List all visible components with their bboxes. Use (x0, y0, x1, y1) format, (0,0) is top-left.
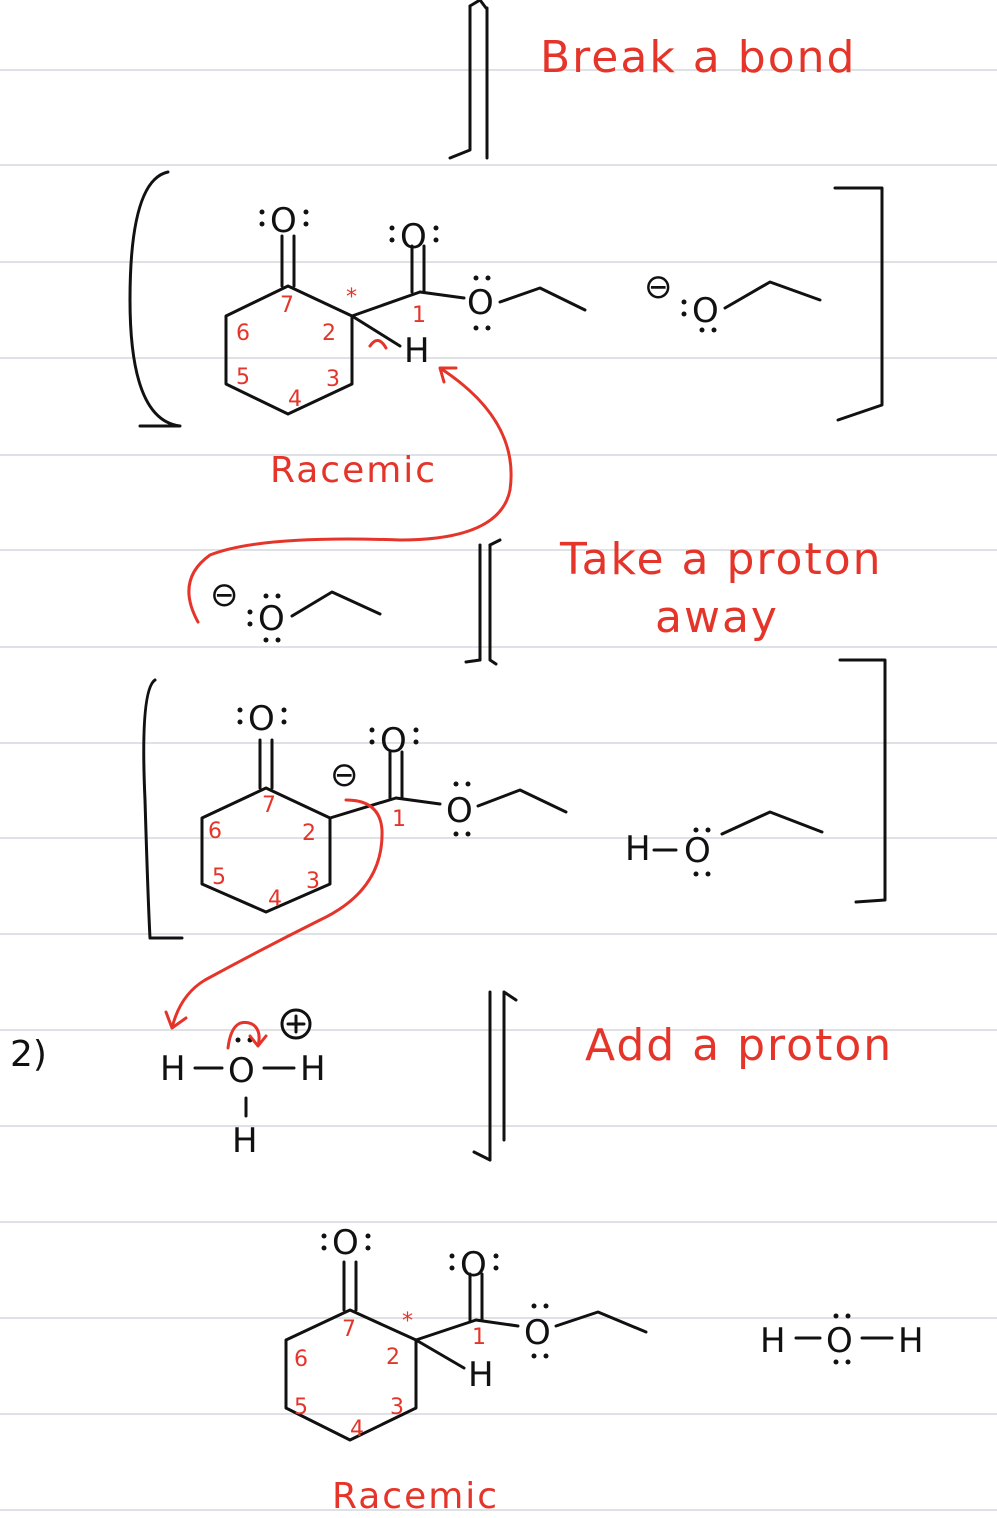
charge-negative-1: ⊖ (644, 267, 673, 307)
label-racemic-2: Racemic (332, 1476, 499, 1517)
curved-arrow-protonation (164, 798, 384, 1030)
plus-glyph (286, 1014, 306, 1034)
ethyl-chain-2 (290, 590, 382, 618)
svg-text:6: 6 (236, 321, 250, 346)
lone-pairs-water (833, 1313, 851, 1365)
svg-text:4: 4 (268, 887, 282, 912)
svg-text:1: 1 (472, 1325, 486, 1350)
svg-text:*: * (346, 285, 357, 310)
equilibrium-arrow-1 (448, 0, 489, 160)
oxygen-ester-carbonyl-2: O (380, 721, 407, 761)
bracket-right-2 (838, 658, 887, 904)
oxygen-ethoxide-1: O (692, 291, 719, 331)
curved-arrow-h-1 (368, 339, 388, 350)
svg-text:4: 4 (288, 387, 302, 412)
equilibrium-arrow-3 (472, 990, 518, 1162)
svg-text:6: 6 (294, 1347, 308, 1372)
bracket-left-2 (142, 678, 184, 940)
svg-text:6: 6 (208, 819, 222, 844)
hydrogen-ethanol: H (625, 829, 651, 869)
svg-text:2: 2 (322, 321, 336, 346)
hydrogen-alpha-1: H (404, 331, 430, 371)
oxygen-ester-carbonyl-3: O (460, 1245, 487, 1285)
hydrogen-hydronium-bottom: H (232, 1121, 258, 1161)
hydrogen-hydronium-left: H (160, 1049, 186, 1089)
hydrogen-water-right: H (898, 1321, 924, 1361)
label-racemic-1: Racemic (270, 450, 437, 491)
svg-text:2: 2 (302, 821, 316, 846)
oxygen-ester-1: O (467, 283, 494, 323)
hydrogen-alpha-3: H (468, 1355, 494, 1395)
oxygen-ester-2: O (446, 791, 473, 831)
svg-text:3: 3 (306, 869, 320, 894)
svg-text:4: 4 (350, 1417, 364, 1442)
equilibrium-arrow-2 (464, 538, 502, 666)
hydrogen-hydronium-right: H (300, 1049, 326, 1089)
svg-text:1: 1 (392, 807, 406, 832)
annotation-break-bond: Break a bond (540, 32, 856, 83)
oxygen-hydronium: O (228, 1051, 255, 1091)
bracket-left-1 (128, 170, 182, 428)
ring-numbers-1: 7 2 3 4 5 6 1 * (236, 285, 426, 412)
ring-numbers-3: 7 2 3 4 5 6 1 * (294, 1309, 486, 1442)
oxygen-ketone-2: O (248, 699, 275, 739)
bracket-right-1 (833, 186, 884, 422)
oxygen-ketone-1: O (270, 201, 297, 241)
oxygen-ethoxide-2: O (258, 599, 285, 639)
svg-text:*: * (402, 1309, 413, 1334)
oxygen-ethanol: O (684, 831, 711, 871)
lone-pairs-2 (237, 707, 711, 877)
ring-numbers-2: 7 2 3 4 5 6 1 (208, 793, 406, 912)
annotation-take-proton-1: Take a proton (559, 534, 883, 585)
charge-carbanion: ⊖ (330, 755, 359, 795)
svg-text:7: 7 (342, 1317, 356, 1342)
curved-arrow-deprotonation (187, 366, 513, 624)
oxygen-ketone-3: O (332, 1223, 359, 1263)
svg-text:5: 5 (294, 1395, 308, 1420)
annotation-take-proton-2: away (655, 592, 779, 643)
molecule-1-ring (224, 234, 822, 416)
svg-text:3: 3 (326, 367, 340, 392)
lone-pairs-3 (321, 1233, 549, 1359)
oxygen-water: O (826, 1321, 853, 1361)
svg-text:5: 5 (212, 865, 226, 890)
oxygen-ester-3: O (524, 1313, 551, 1353)
svg-text:2: 2 (386, 1345, 400, 1370)
curved-arrow-oh-bond (226, 1021, 268, 1050)
svg-text:3: 3 (390, 1395, 404, 1420)
step-number-2: 2) (10, 1034, 47, 1075)
hydrogen-water-left: H (760, 1321, 786, 1361)
lone-pairs-1 (259, 209, 717, 333)
oxygen-ester-carbonyl-1: O (400, 217, 427, 257)
svg-text:7: 7 (262, 793, 276, 818)
positive-charge-circle (280, 1008, 312, 1040)
annotation-add-proton: Add a proton (585, 1020, 893, 1071)
svg-text:5: 5 (236, 365, 250, 390)
lone-pairs-ethoxide-2 (247, 593, 281, 643)
ruled-lines (0, 69, 997, 1511)
svg-text:1: 1 (412, 303, 426, 328)
molecule-3-ring (284, 1260, 648, 1442)
molecule-2-ring (200, 738, 824, 914)
svg-text:7: 7 (280, 293, 294, 318)
charge-negative-2: ⊖ (210, 575, 239, 615)
